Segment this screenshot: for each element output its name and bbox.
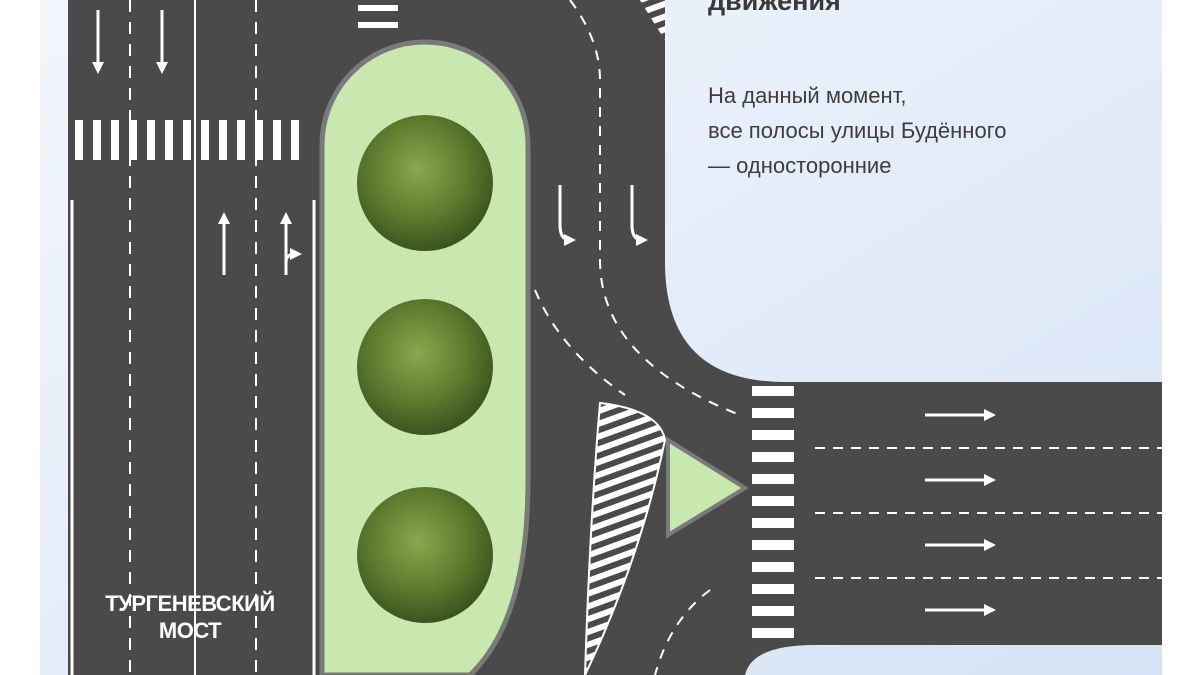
description-line: все полосы улицы Будённого <box>708 118 1007 143</box>
road-label-line: ТУРГЕНЕВСКИЙ <box>105 591 275 616</box>
left-road-markings <box>70 0 316 675</box>
arrow-down-turn-icon <box>630 185 648 246</box>
triangle-island <box>666 436 749 539</box>
road-label: ТУРГЕНЕВСКИЙ МОСТ <box>70 590 310 644</box>
crosswalk-top <box>358 5 398 28</box>
middle-road-markings <box>534 0 741 675</box>
description-text: На данный момент, все полосы улицы Будён… <box>708 78 1006 183</box>
hatched-area-top <box>640 0 665 40</box>
tree-icon <box>357 299 493 435</box>
description-line: — односторонние <box>708 153 892 178</box>
right-road-lane-lines <box>815 447 1162 579</box>
description-line: На данный момент, <box>708 83 907 108</box>
tree-icon <box>357 115 493 251</box>
arrow-down-turn-icon <box>558 185 576 246</box>
hatched-island <box>584 401 667 675</box>
heading-fragment: движения <box>708 0 841 16</box>
tree-icon <box>357 487 493 623</box>
crosswalk-right <box>752 386 794 638</box>
road-label-line: МОСТ <box>158 618 222 643</box>
crosswalk-left <box>75 120 299 160</box>
arrow-right-branch-icon <box>284 248 302 263</box>
